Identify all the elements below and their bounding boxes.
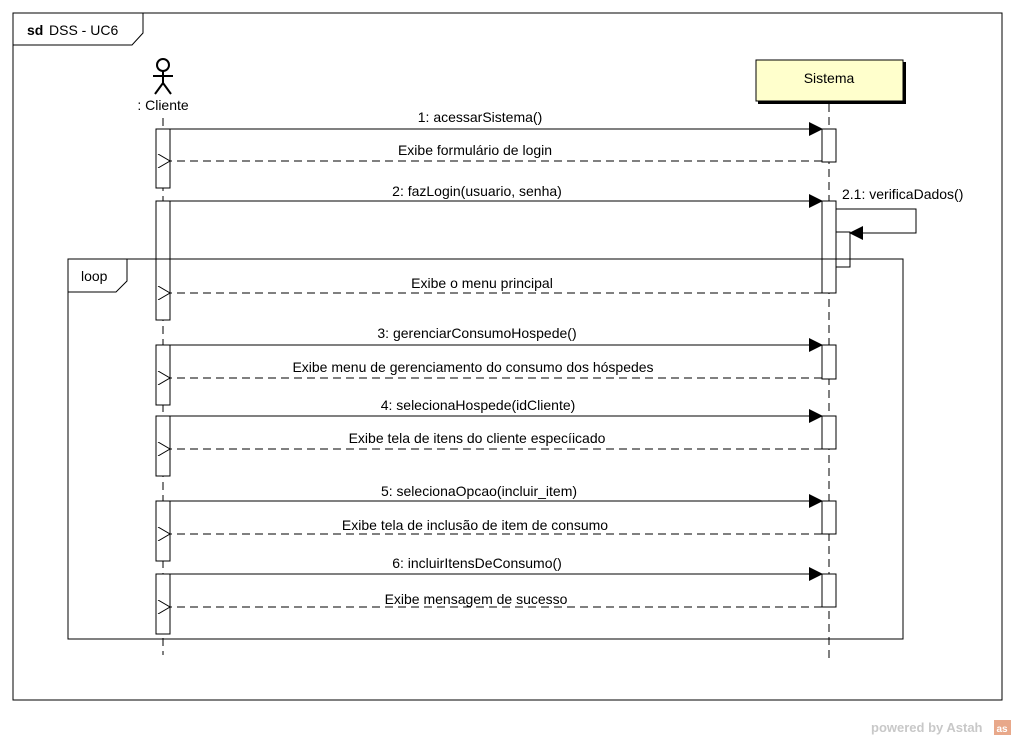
loop-fragment xyxy=(67,258,904,640)
activation-bar xyxy=(821,128,837,163)
message-label: 2.1: verificaDados() xyxy=(842,186,963,202)
watermark-text: powered by Astah xyxy=(871,720,983,735)
loop-operator: loop xyxy=(81,268,108,284)
actor-activations xyxy=(155,128,171,635)
self-message-arrow xyxy=(836,208,917,240)
activation-bar xyxy=(835,231,851,268)
message-label: 4: selecionaHospede(idCliente) xyxy=(381,397,576,413)
activation-bar xyxy=(821,573,837,608)
system-label: Sistema xyxy=(804,70,855,86)
message-label: Exibe mensagem de sucesso xyxy=(385,591,568,607)
system-box-shadow-bottom xyxy=(758,101,906,104)
activation-bar xyxy=(155,200,171,321)
watermark-badge-label: as xyxy=(996,724,1008,735)
message-label: Exibe tela de inclusão de item de consum… xyxy=(342,517,608,533)
message-label: Exibe o menu principal xyxy=(411,275,553,291)
message-label: 5: selecionaOpcao(incluir_item) xyxy=(381,483,577,499)
message-label: Exibe formulário de login xyxy=(398,142,552,158)
actor-label: : Cliente xyxy=(137,97,189,113)
message-label: Exibe tela de itens do cliente especíica… xyxy=(349,430,606,446)
message-label: 1: acessarSistema() xyxy=(418,109,542,125)
activation-bar xyxy=(155,128,171,189)
activation-bar xyxy=(155,573,171,635)
activation-bar xyxy=(155,415,171,477)
diagram-frame xyxy=(12,12,1003,701)
frame-keyword: sd xyxy=(27,22,43,38)
activation-bar xyxy=(821,344,837,380)
frame-tab xyxy=(13,13,144,46)
messages xyxy=(170,122,917,607)
system-lifeline-box[interactable] xyxy=(755,59,904,102)
message-label: 2: fazLogin(usuario, senha) xyxy=(392,183,562,199)
activation-bar xyxy=(821,500,837,535)
message-label: 3: gerenciarConsumoHospede() xyxy=(377,325,576,341)
system-activations xyxy=(821,128,851,608)
message-label: Exibe menu de gerenciamento do consumo d… xyxy=(292,359,653,375)
activation-bar xyxy=(821,415,837,450)
activation-bar xyxy=(155,344,171,406)
watermark-badge xyxy=(994,720,1011,735)
activation-bar xyxy=(155,500,171,562)
activation-bar xyxy=(821,200,837,294)
message-label: 6: incluirItensDeConsumo() xyxy=(392,555,562,571)
actor-icon xyxy=(153,58,173,95)
frame-title: DSS - UC6 xyxy=(49,22,118,38)
system-box-shadow xyxy=(903,62,906,103)
loop-tab xyxy=(68,259,128,293)
